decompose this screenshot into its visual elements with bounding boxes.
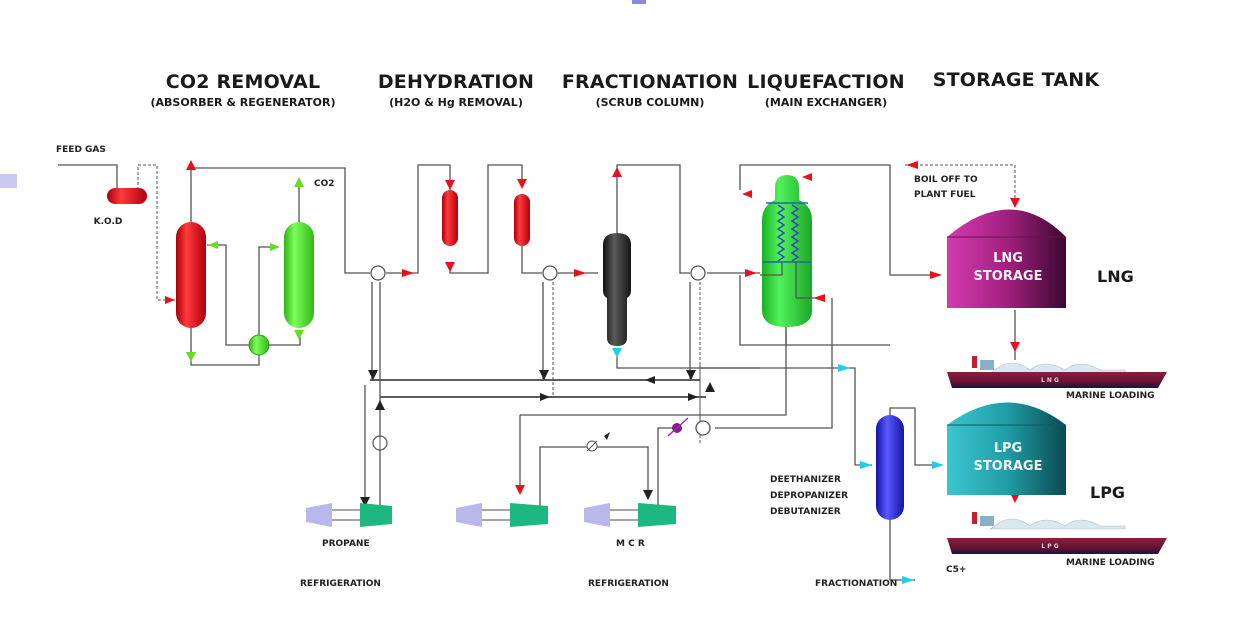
section-title-liquefaction: LIQUEFACTION bbox=[747, 71, 905, 93]
arrow-black bbox=[705, 382, 715, 392]
lng-storage-label-2: STORAGE bbox=[974, 269, 1043, 284]
section-subtitle-liquefaction: (MAIN EXCHANGER) bbox=[765, 96, 887, 109]
refrigeration-label-mcr: REFRIGERATION bbox=[588, 579, 669, 589]
labels: FEED GAS K.O.D CO2 BOIL OFF TO PLANT FUE… bbox=[56, 145, 1155, 589]
arrow-red bbox=[186, 160, 196, 170]
exchanger-circle[interactable] bbox=[542, 265, 558, 281]
arrow-red bbox=[445, 262, 455, 272]
arrow-red bbox=[745, 269, 757, 277]
arrow-cyan bbox=[612, 348, 622, 358]
arrow-black bbox=[686, 370, 696, 380]
lpg-product-label: LPG bbox=[1090, 483, 1125, 502]
feed-gas-label: FEED GAS bbox=[56, 145, 106, 155]
section-subtitle-fractionation: (SCRUB COLUMN) bbox=[596, 96, 705, 109]
section-subtitle-co2-removal: (ABSORBER & REGENERATOR) bbox=[150, 96, 335, 109]
scrub-column[interactable] bbox=[603, 233, 631, 346]
marine-loading-label-lpg: MARINE LOADING bbox=[1066, 558, 1155, 568]
section-subtitle-dehydration: (H2O & Hg REMOVAL) bbox=[389, 96, 523, 109]
arrow-black bbox=[643, 490, 653, 500]
refrigeration-label-propane: REFRIGERATION bbox=[300, 579, 381, 589]
exchanger-circle[interactable] bbox=[690, 265, 706, 281]
arrow-black bbox=[540, 393, 550, 401]
marine-loading-label-lng: MARINE LOADING bbox=[1066, 391, 1155, 401]
arrow-red bbox=[1010, 198, 1020, 208]
section-title-fractionation: FRACTIONATION bbox=[562, 71, 738, 93]
arrow-green bbox=[208, 241, 218, 249]
arrow-black bbox=[645, 376, 655, 384]
mcr-compressor-train-2[interactable] bbox=[584, 503, 676, 527]
arrow-cyan bbox=[860, 461, 872, 469]
propane-label: PROPANE bbox=[322, 539, 370, 549]
arrow-black bbox=[539, 370, 549, 380]
mcr-compressor-train-1[interactable] bbox=[456, 503, 548, 527]
debutanizer-label: DEBUTANIZER bbox=[770, 507, 841, 517]
dehydration-drum-1[interactable] bbox=[442, 190, 458, 246]
arrow-black bbox=[688, 393, 698, 401]
exchanger-circle[interactable] bbox=[695, 420, 711, 436]
section-title-co2-removal: CO2 REMOVAL bbox=[166, 71, 321, 93]
arrow-cyan bbox=[932, 461, 944, 469]
mcr-label: M C R bbox=[616, 539, 645, 549]
flow-arrows bbox=[165, 160, 1020, 584]
arrow-cyan bbox=[902, 576, 914, 584]
boil-off-label-2: PLANT FUEL bbox=[914, 190, 976, 200]
arrow-red bbox=[906, 161, 918, 169]
section-title-dehydration: DEHYDRATION bbox=[378, 71, 534, 93]
arrow-red bbox=[515, 485, 525, 495]
arrow-red bbox=[930, 271, 942, 279]
kod-label: K.O.D bbox=[94, 217, 123, 227]
lpg-ship-hull-text: L P G bbox=[1041, 543, 1058, 550]
fractionation-label: FRACTIONATION bbox=[815, 579, 897, 589]
depropanizer-label: DEPROPANIZER bbox=[770, 491, 848, 501]
arrow-red bbox=[612, 167, 622, 177]
arrow-green bbox=[270, 243, 280, 251]
arrow-black bbox=[375, 400, 385, 410]
absorber-column[interactable] bbox=[176, 222, 206, 328]
arrow-red bbox=[517, 179, 527, 189]
left-tab-artifact bbox=[0, 174, 17, 188]
section-title-storage-tank: STORAGE TANK bbox=[933, 69, 1101, 91]
lng-carrier-ship: L N G bbox=[947, 356, 1167, 388]
kod-drum[interactable] bbox=[107, 188, 147, 204]
c5plus-label: C5+ bbox=[946, 565, 966, 575]
section-headings: CO2 REMOVAL (ABSORBER & REGENERATOR) DEH… bbox=[150, 69, 1100, 109]
lng-storage-label-1: LNG bbox=[993, 251, 1023, 266]
arrow-cyan bbox=[838, 364, 850, 372]
lng-ship-hull-text: L N G bbox=[1041, 377, 1059, 384]
arrow-black bbox=[368, 370, 378, 380]
control-valve[interactable] bbox=[667, 417, 689, 437]
fractionation-column[interactable] bbox=[876, 415, 904, 520]
lng-storage-tank[interactable]: LNG STORAGE bbox=[947, 209, 1066, 309]
expansion-valve[interactable] bbox=[586, 432, 610, 452]
regenerator-column[interactable] bbox=[284, 222, 314, 328]
arrow-red bbox=[574, 269, 586, 277]
exchanger-circle[interactable] bbox=[370, 265, 386, 281]
arrow-green bbox=[186, 352, 196, 362]
main-cryogenic-exchanger[interactable] bbox=[760, 175, 815, 327]
dehydration-drum-2[interactable] bbox=[514, 194, 530, 246]
arrow-red bbox=[1010, 493, 1020, 503]
arrow-black bbox=[360, 497, 370, 507]
arrow-red bbox=[742, 190, 752, 198]
arrow-green bbox=[294, 330, 304, 340]
top-tab-artifact bbox=[632, 0, 646, 4]
arrow-red bbox=[1010, 342, 1020, 352]
lng-product-label: LNG bbox=[1097, 267, 1134, 286]
arrow-red bbox=[165, 296, 175, 304]
arrow-red bbox=[402, 269, 414, 277]
lpg-storage-label-1: LPG bbox=[994, 441, 1022, 456]
propane-compressor-train[interactable] bbox=[306, 503, 392, 527]
arrow-red bbox=[445, 180, 455, 190]
deethanizer-label: DEETHANIZER bbox=[770, 475, 841, 485]
lpg-storage-tank[interactable]: LPG STORAGE bbox=[947, 402, 1066, 496]
arrow-green bbox=[294, 177, 304, 187]
boil-off-label-1: BOIL OFF TO bbox=[914, 175, 978, 185]
lpg-storage-label-2: STORAGE bbox=[974, 459, 1043, 474]
co2-label: CO2 bbox=[314, 179, 335, 189]
arrow-red bbox=[802, 173, 812, 181]
lpg-carrier-ship: L P G bbox=[947, 512, 1167, 554]
flash-pump[interactable] bbox=[248, 334, 270, 356]
arrow-red bbox=[813, 294, 825, 302]
